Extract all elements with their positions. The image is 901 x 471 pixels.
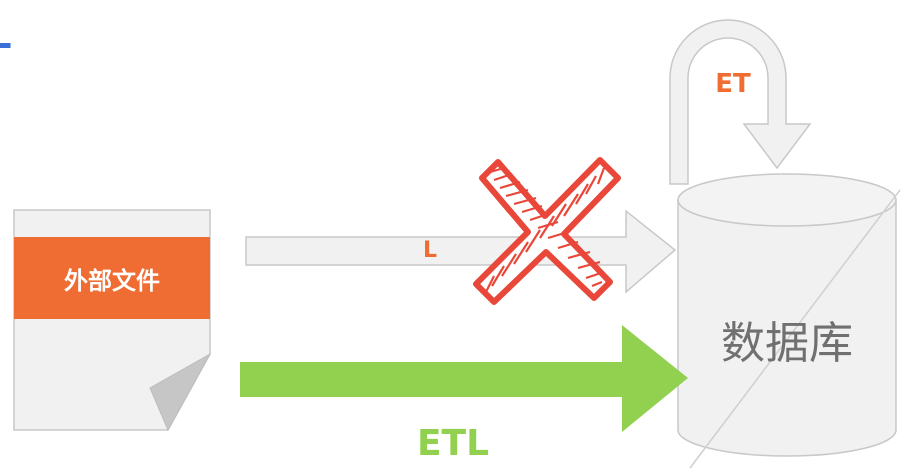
database-label: 数据库 — [721, 318, 853, 369]
etl-arrow-label: ETL — [417, 423, 489, 464]
database-icon — [677, 173, 901, 469]
document-icon — [13, 209, 212, 432]
arrow-icon — [245, 209, 677, 294]
title-fragment: L — [0, 0, 13, 58]
cross-icon — [473, 157, 621, 305]
arrow-icon — [240, 325, 688, 432]
loop-arrow-icon — [669, 19, 812, 185]
external-file-label: 外部文件 — [64, 267, 160, 295]
loop-arrow-label: ET — [715, 69, 751, 99]
load-arrow-label: L — [423, 238, 437, 263]
